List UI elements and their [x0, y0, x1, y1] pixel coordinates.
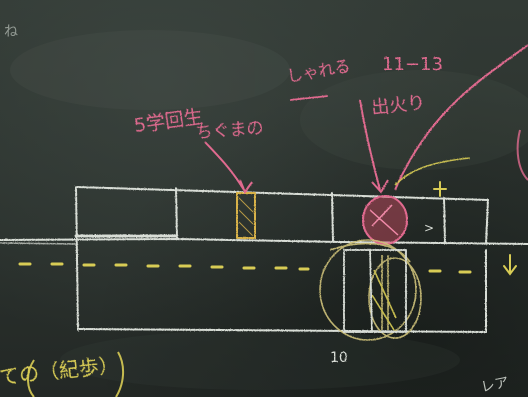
- upper-edge-line: [75, 186, 489, 201]
- eraser-smudges: [10, 30, 528, 390]
- bottom-right-mark: レア: [480, 374, 511, 395]
- yellow-bottom-left-scribble: [27, 351, 124, 397]
- pink-right-curve: [516, 129, 528, 181]
- road-outline: [0, 186, 528, 333]
- yellow-label-bottom-left: ての（紀歩）: [0, 353, 120, 389]
- sidewalk-edge-line: [0, 237, 528, 245]
- pink-label-top-right: しゃれる: [285, 56, 351, 86]
- top-left-mark: ね: [4, 24, 18, 40]
- pink-pole-circle: [359, 44, 528, 245]
- pink-left-arrow: [204, 95, 329, 195]
- left-vertical-line: [75, 186, 79, 331]
- pink-label-left-2: ちぐまの: [195, 118, 264, 143]
- right-yellow-marks: [433, 181, 517, 276]
- white-number-10: 10: [330, 350, 348, 366]
- pink-number-range: 11−13: [382, 54, 443, 75]
- lane-object-box: [343, 249, 407, 333]
- white-arrow-symbol: >: [424, 221, 434, 235]
- pink-label-left-1: 5学回生: [133, 106, 204, 137]
- yellow-tree-sketch: [319, 157, 471, 341]
- center-dashed-line: [18, 262, 472, 274]
- sidewalk-marker-box: [236, 192, 256, 239]
- bottom-edge-line: [77, 328, 487, 333]
- right-vertical-line: [485, 199, 489, 245]
